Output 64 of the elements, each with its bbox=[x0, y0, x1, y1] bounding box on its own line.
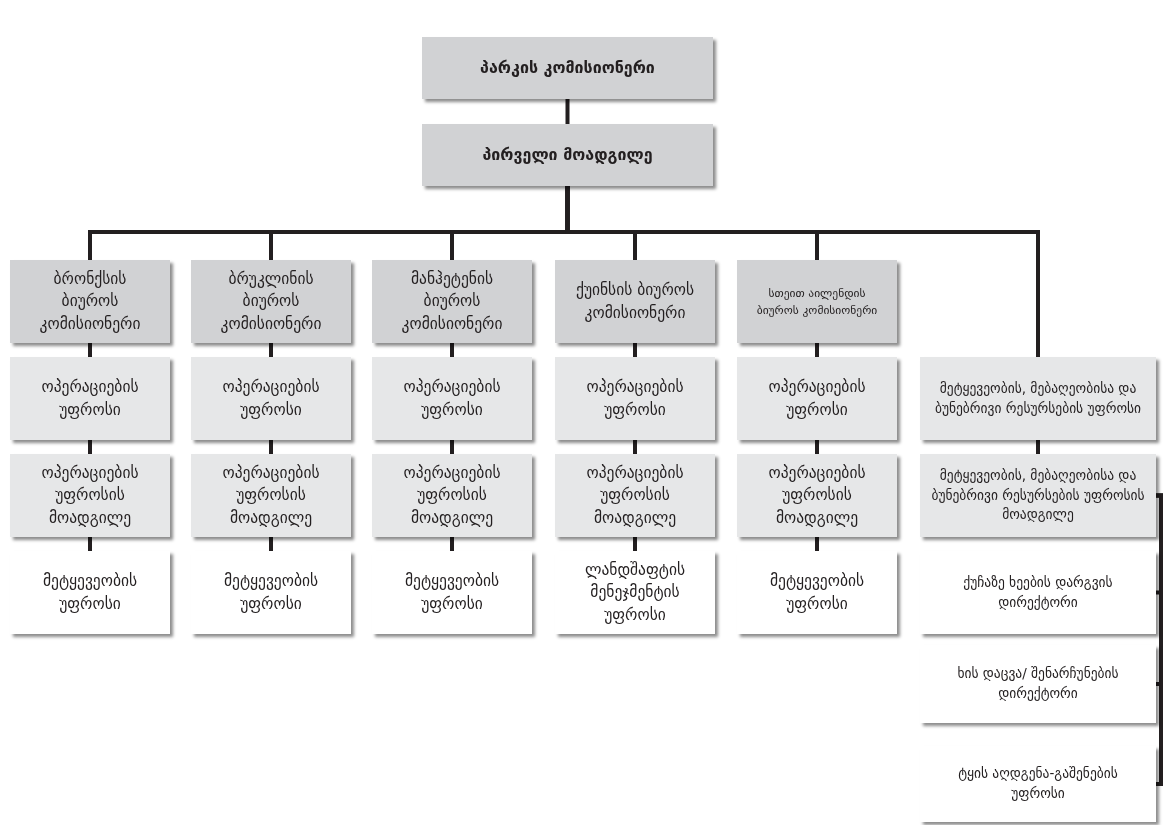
role-label: ოპერაციების უფროსი bbox=[767, 377, 867, 421]
title-box bbox=[920, 357, 1156, 440]
role-label: მეტყევეობის უფროსი bbox=[768, 571, 866, 615]
role-label: ოპერაციების უფროსი bbox=[221, 377, 321, 421]
title-box bbox=[422, 37, 713, 99]
title-box bbox=[10, 357, 170, 440]
connector-line bbox=[815, 537, 819, 551]
role-label: ოპერაციების უფროსი bbox=[402, 377, 502, 421]
role-label: ქუინსის ბიუროს კომისიონერი bbox=[574, 280, 696, 324]
title-box bbox=[737, 357, 897, 440]
connector-line bbox=[450, 537, 454, 551]
connector-line bbox=[1036, 440, 1040, 454]
role-label: პირველი მოადგილე bbox=[482, 144, 653, 167]
title-box bbox=[737, 454, 897, 537]
connector-line bbox=[565, 99, 570, 124]
role-label: ბრონქსის ბიუროს კომისიონერი bbox=[38, 268, 142, 335]
role-label: მანჰეტენის ბიუროს კომისიონერი bbox=[400, 268, 504, 335]
role-label: ტყის აღდგენა-გაშენების უფროსი bbox=[957, 764, 1119, 803]
connector-line bbox=[633, 537, 637, 551]
title-box bbox=[10, 454, 170, 537]
connector-line bbox=[633, 440, 637, 454]
role-label: ხის დაცვა/ შენარჩუნების დირექტორი bbox=[956, 664, 1120, 703]
role-label: ოპერაციების უფროსის მოადგილე bbox=[40, 462, 140, 529]
title-box bbox=[372, 454, 532, 537]
title-box bbox=[555, 260, 715, 343]
role-label: მეტყევეობის უფროსი bbox=[41, 571, 139, 615]
title-box bbox=[372, 260, 532, 343]
title-box bbox=[555, 454, 715, 537]
connector-line bbox=[269, 537, 273, 551]
connector-line bbox=[88, 440, 92, 454]
connector-line bbox=[269, 440, 273, 454]
role-label: ოპერაციების უფროსი bbox=[585, 377, 685, 421]
title-box bbox=[191, 357, 351, 440]
title-box bbox=[422, 124, 713, 186]
connector-line bbox=[269, 343, 273, 357]
connector-line bbox=[88, 537, 92, 551]
role-label: ოპერაციების უფროსი bbox=[40, 377, 140, 421]
title-box bbox=[10, 260, 170, 343]
role-label: მეტყევეობის, მებაღეობისა და ბუნებრივი რესურსების უფროსის მოადგილე bbox=[930, 466, 1146, 525]
role-label: პარკის კომისიონერი bbox=[480, 57, 655, 80]
connector-line bbox=[1156, 493, 1163, 786]
connector-line bbox=[450, 440, 454, 454]
role-label: მეტყევეობის უფროსი bbox=[222, 571, 320, 615]
connector-line bbox=[815, 440, 819, 454]
title-box bbox=[191, 260, 351, 343]
connector-line bbox=[88, 343, 92, 357]
connector-line bbox=[633, 343, 637, 357]
title-box bbox=[555, 357, 715, 440]
title-box bbox=[191, 454, 351, 537]
title-box bbox=[920, 454, 1156, 537]
connector-line bbox=[815, 343, 819, 357]
role-label: მეტყევეობის უფროსი bbox=[403, 571, 501, 615]
title-box bbox=[372, 357, 532, 440]
title-box bbox=[737, 260, 897, 343]
role-label: ოპერაციების უფროსის მოადგილე bbox=[221, 462, 321, 529]
role-label: ბრუკლინის ბიუროს კომისიონერი bbox=[219, 268, 323, 335]
role-label: ლანდშაფტის მენეჯმენტის უფროსი bbox=[583, 559, 687, 626]
role-label: ქუჩაზე ხეების დარგვის დირექტორი bbox=[962, 572, 1114, 612]
connector-line bbox=[450, 343, 454, 357]
role-label: ოპერაციების უფროსის მოადგილე bbox=[585, 462, 685, 529]
role-label: ოპერაციების უფროსის მოადგილე bbox=[402, 462, 502, 529]
role-label: სთეით აილენდის ბიუროს კომისიონერი bbox=[755, 284, 879, 319]
role-label: მეტყევეობის, მებაღეობისა და ბუნებრივი რესურსების უფროსი bbox=[933, 378, 1143, 418]
role-label: ოპერაციების უფროსის მოადგილე bbox=[767, 462, 867, 529]
